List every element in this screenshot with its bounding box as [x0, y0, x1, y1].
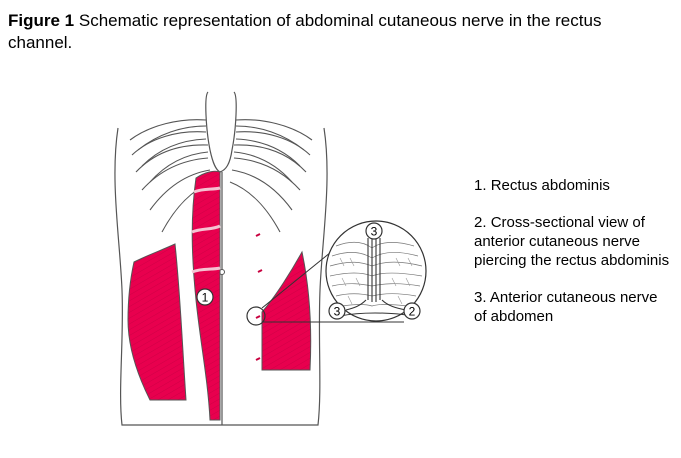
legend-item: 2. Cross-sectional view of anterior cuta…: [474, 213, 674, 270]
callout-3-bottom-number: 3: [334, 305, 341, 319]
callout-1-circle: [196, 288, 214, 306]
tendinous-intersections: [191, 186, 221, 274]
legend-item-text: Cross-sectional view of anterior cutaneo…: [474, 214, 670, 269]
figure-legend: 1. Rectus abdominis 2. Cross-sectional v…: [474, 176, 674, 344]
callout-2-number: 2: [409, 305, 416, 319]
nerve-marks: [255, 233, 263, 361]
legend-item: 3. Anterior cutaneous nerve of abdomen: [474, 288, 674, 326]
legend-item-number: 3.: [474, 289, 487, 306]
sternum: [205, 91, 237, 173]
legend-item-text: Rectus abdominis: [490, 177, 610, 194]
figure-caption: Figure 1 Schematic representation of abd…: [8, 10, 608, 54]
figure-label: Figure 1: [8, 11, 75, 30]
callout-3-bottom-circle: [328, 302, 346, 320]
legend-item: 1. Rectus abdominis: [474, 176, 674, 195]
legend-item-text: Anterior cutaneous nerve of abdomen: [474, 289, 658, 325]
legend-item-number: 2.: [474, 214, 487, 231]
nerve-target-circle: [246, 306, 266, 326]
ribs-right: [229, 119, 313, 233]
torso-outline: [114, 127, 328, 426]
callout-3-top-number: 3: [371, 225, 378, 239]
callout-2-circle: [403, 302, 421, 320]
callout-3-top-circle: [365, 222, 383, 240]
callout-1-number: 1: [202, 291, 209, 305]
magnifier-line-top: [261, 247, 337, 309]
cross-section-view: [325, 220, 427, 322]
legend-item-number: 1.: [474, 177, 487, 194]
figure-caption-text: Schematic representation of abdominal cu…: [8, 11, 602, 52]
